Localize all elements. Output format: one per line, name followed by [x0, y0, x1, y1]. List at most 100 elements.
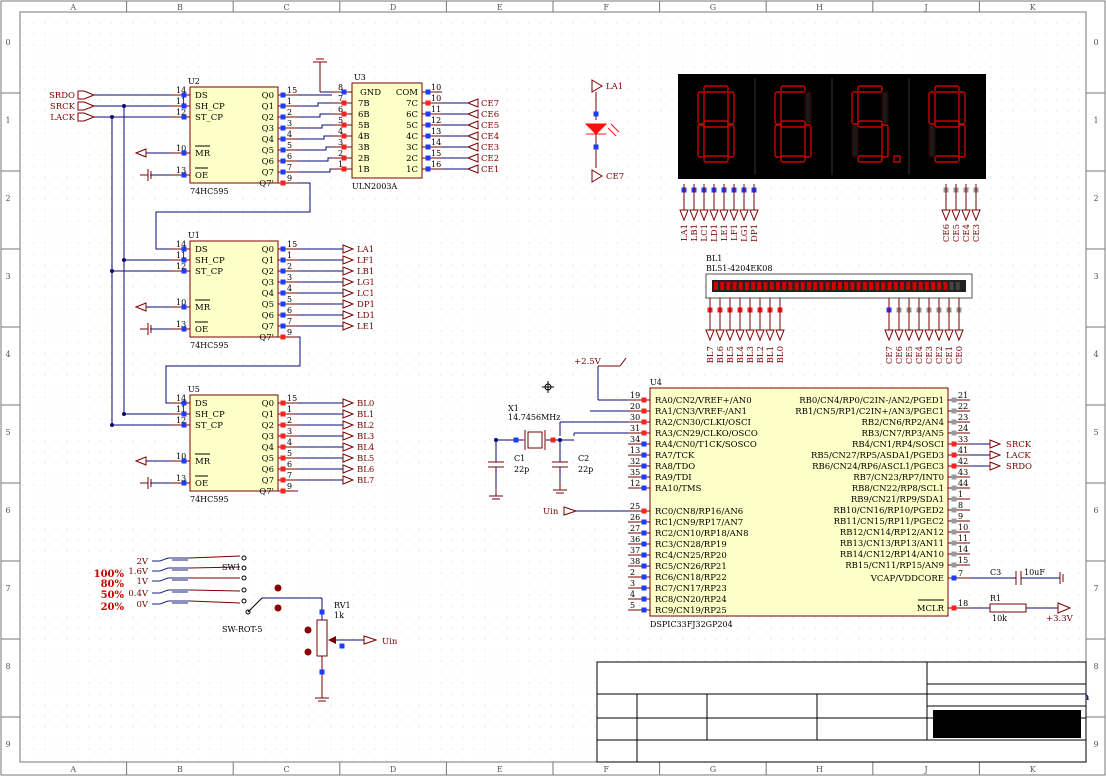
net-label: BL7	[357, 476, 374, 486]
u4-type: DSPIC33FJ32GP204	[650, 620, 733, 629]
net-label: LB1	[357, 267, 374, 277]
digit-segment	[857, 85, 883, 93]
net-label: SRDO	[1006, 462, 1032, 472]
u3-pin-num: 10	[431, 94, 441, 103]
wire	[165, 336, 301, 404]
percent-label: 50%	[101, 590, 125, 601]
probe-marker	[304, 626, 312, 634]
supply-terminal	[1057, 602, 1072, 614]
crystal-ref: X1	[508, 404, 519, 413]
u2-pin-num: 15	[287, 86, 297, 95]
digit-segment	[934, 155, 960, 163]
pin-marker	[341, 144, 347, 150]
u4-pin-num: 8	[958, 501, 963, 510]
switch-lead	[152, 567, 190, 572]
u2-pin-num: 13	[176, 166, 186, 175]
pin-marker	[425, 89, 431, 95]
c1-ref: C1	[514, 454, 525, 463]
potentiometer	[316, 619, 328, 657]
digit-segment	[774, 124, 782, 158]
origin-marker	[544, 383, 552, 391]
wiper-arrow	[328, 636, 336, 644]
led-icon	[584, 123, 608, 135]
digit-segment	[697, 124, 705, 158]
bar-segment	[776, 282, 780, 290]
pin-marker	[641, 530, 647, 536]
wire	[610, 123, 620, 133]
net-label: LC1	[700, 224, 710, 242]
u4-pin-name: RC4/CN25/RP20	[655, 551, 727, 561]
u5-pin-name: Q6	[262, 465, 274, 475]
digit-segment	[934, 120, 960, 128]
u4-pin-num: 1	[958, 490, 963, 499]
pin-marker	[280, 433, 286, 439]
percent-label: 100%	[94, 569, 125, 580]
pin-marker	[641, 585, 647, 591]
u4-pin-num: 14	[958, 545, 968, 554]
u4-pin-name: RB8/CN22/RP8/SCL1	[852, 484, 944, 494]
u4-pin-num: 11	[958, 534, 968, 543]
net-label: CE3	[925, 346, 935, 364]
digit-segment	[958, 124, 966, 158]
u5-pin-name: Q5	[262, 454, 274, 464]
digit-segment	[703, 85, 729, 93]
pin-marker	[280, 279, 286, 285]
switch-lead	[152, 589, 190, 594]
voltage-label: 2V	[136, 557, 148, 567]
u3-pin-num: 10	[431, 83, 441, 92]
pin-marker	[951, 474, 957, 480]
pin-marker	[425, 166, 431, 172]
u2-pin-num: 4	[287, 130, 292, 139]
pin-marker	[341, 89, 347, 95]
u4-pin-name: RC2/CN10/RP18/AN8	[655, 529, 749, 539]
u2-pin-name: Q7'	[259, 179, 274, 189]
net-label: BL3	[357, 432, 374, 442]
bar-segment	[881, 282, 886, 290]
u2-pin-num: 6	[287, 152, 292, 161]
u3-ref: U3	[354, 73, 366, 82]
u1-pin-name: Q3	[262, 278, 274, 288]
u1-pin-name: Q7'	[259, 333, 274, 343]
wire	[298, 157, 332, 162]
r1-value: 10k	[992, 614, 1007, 623]
c3-value: 10uF	[1024, 568, 1045, 577]
pin-marker	[280, 103, 286, 109]
net-label: LACK	[50, 113, 75, 123]
net-terminal	[466, 164, 479, 174]
digit-segment	[857, 120, 883, 128]
u3-pin-num: 7	[338, 94, 343, 103]
pin-marker	[951, 551, 957, 557]
u4-pin-num: 26	[630, 513, 640, 522]
switch-common	[245, 609, 251, 615]
switch-lead	[152, 577, 190, 582]
pin-marker	[280, 400, 286, 406]
pin-marker	[641, 485, 647, 491]
bar-segment	[745, 282, 749, 290]
net-terminal	[914, 329, 924, 342]
proteus-logo	[933, 710, 1081, 738]
u3-pin-num: 2	[338, 149, 343, 158]
net-label: CE4	[915, 346, 925, 364]
u3-pin-num: 1	[338, 160, 343, 169]
u1-pin-name: Q0	[262, 245, 274, 255]
pin-marker	[641, 574, 647, 580]
u4-pin-name: RA1/CN3/VREF-/AN1	[655, 407, 747, 417]
net-terminal	[342, 431, 355, 441]
u2-pin-num: 1	[287, 97, 292, 106]
net-label: CE3	[972, 224, 982, 242]
u1-pin-num: 6	[287, 306, 292, 315]
mr-terminal	[134, 302, 147, 312]
pin-marker	[280, 488, 286, 494]
u4-pin-name: RB11/CN15/RP11/PGEC2	[834, 517, 944, 527]
net-label: Uin	[382, 637, 398, 647]
net-terminal	[944, 329, 954, 342]
u2-pin-num: 10	[176, 144, 186, 153]
net-terminal	[765, 329, 775, 342]
pin-marker	[951, 562, 957, 568]
u4-pin-num: 4	[630, 590, 635, 599]
u4-pin-num: 5	[630, 601, 635, 610]
switch-type: SW-ROT-5	[222, 625, 263, 634]
column-label: A	[69, 765, 76, 774]
net-terminal	[342, 266, 355, 276]
bar-segment	[825, 282, 830, 290]
